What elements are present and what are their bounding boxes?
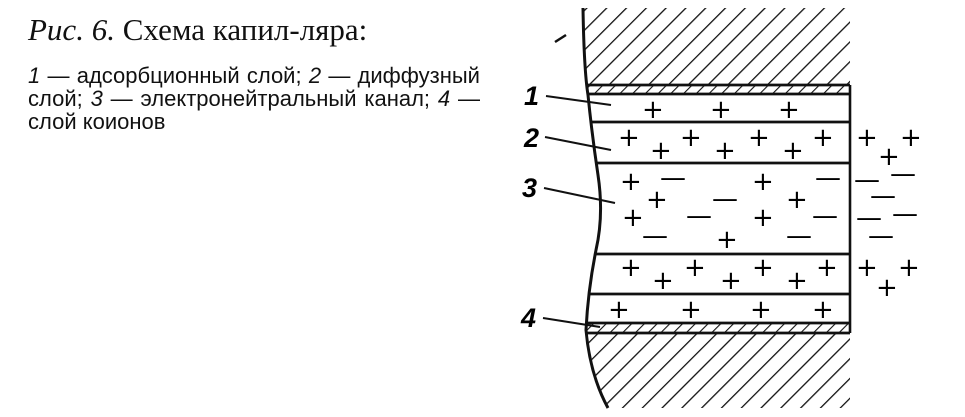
leader-2 [544,136,612,151]
charge-plus: + [684,253,706,283]
leader-4 [542,317,601,328]
coion-layer-charges: + + + + [608,295,834,325]
lower-thin-hatch [586,323,850,333]
charge-plus: + [618,123,640,153]
caption-lead: Рис. 6. [28,12,115,47]
charge-minus: — [712,184,738,214]
charge-minus: — [642,221,668,251]
diffuse-layer-charges: + + + + + + + [618,123,834,166]
layer-boundaries [585,83,850,335]
charge-plus: + [642,95,664,125]
charge-plus: + [622,203,644,233]
charge-plus: + [716,225,738,255]
lower-diffuse-layer-charges: + + + + + + + [620,253,838,296]
charge-minus: — [892,199,918,229]
charge-plus: + [710,95,732,125]
charge-plus: + [856,123,878,153]
legend-item-2: 2 — диффузный слой; [28,63,480,111]
upper-wall-hatch [583,8,850,85]
channel-charges: + — + — + — + + — + — — + — [620,163,841,255]
charge-plus: + [782,136,804,166]
charge-plus: + [876,273,898,303]
charge-plus: + [752,167,774,197]
charge-plus: + [620,167,642,197]
charge-plus: + [898,253,920,283]
charge-plus: + [714,136,736,166]
charge-minus: — [890,159,916,189]
charge-minus: — [856,203,882,233]
charge-plus: + [748,123,770,153]
charge-plus: + [680,295,702,325]
caption-legend: 1 — адсорбционный слой; 2 — диффузный сл… [28,64,480,133]
legend-item-4: 4 — слой коионов [28,86,480,134]
charge-minus: — [686,201,712,231]
charge-plus: + [778,95,800,125]
charge-minus: — [660,163,686,193]
charge-plus: + [608,295,630,325]
charge-plus: + [652,266,674,296]
lower-wall-hatch [585,333,850,408]
charge-plus: + [816,253,838,283]
charge-plus: + [752,203,774,233]
adsorption-layer-charges: + + + [642,95,800,125]
legend-item-3: 3 — электронейтральный канал; [90,86,431,111]
wall-mark [554,33,567,44]
figure-caption: Рис. 6. Схема капил-ляра: 1 — адсорбцион… [28,12,480,133]
charge-minus: — [812,201,838,231]
charge-minus: — [854,165,880,195]
charge-plus: + [856,253,878,283]
external-charges: + + + — — — — — — + + + [854,123,922,303]
charge-minus: — [868,221,894,251]
charge-plus: + [646,185,668,215]
charge-plus: + [650,136,672,166]
charge-plus: + [878,142,900,172]
charge-plus: + [786,185,808,215]
charge-plus: + [720,266,742,296]
leader-1 [545,95,612,106]
label-2: 2 [523,123,539,153]
label-3: 3 [522,173,537,203]
charge-minus: — [815,163,841,193]
capillary-left-wall [581,7,610,409]
label-4: 4 [520,303,536,333]
charge-plus: + [750,295,772,325]
label-1: 1 [524,81,539,111]
upper-thin-hatch [588,85,850,94]
caption-title: Рис. 6. Схема капил-ляра: [28,12,480,48]
leader-3 [543,187,616,204]
charge-minus: — [786,221,812,251]
caption-rest: Схема капил-ляра: [122,12,368,47]
charge-plus: + [812,295,834,325]
charge-minus: — [870,181,896,211]
charge-plus: + [812,123,834,153]
charge-plus: + [752,253,774,283]
charge-plus: + [786,266,808,296]
charge-plus: + [620,253,642,283]
charge-plus: + [900,123,922,153]
legend-item-1: 1 — адсорбционный слой; [28,63,302,88]
charge-plus: + [680,123,702,153]
